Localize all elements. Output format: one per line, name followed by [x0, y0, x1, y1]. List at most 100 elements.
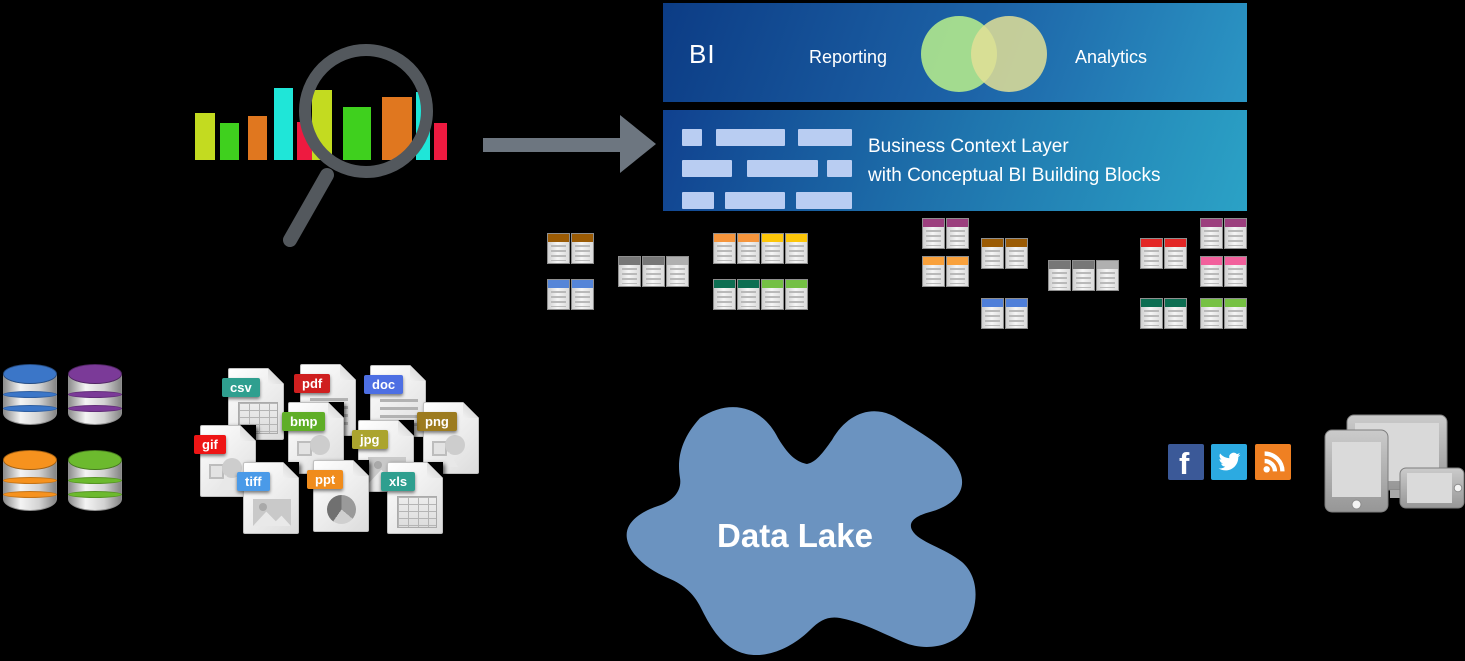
- table-body: [982, 247, 1003, 268]
- table-body: [1165, 247, 1186, 268]
- file-icon-png: png: [417, 402, 479, 474]
- database-stripe: [3, 491, 57, 498]
- table-column: [713, 279, 736, 310]
- table-header: [1201, 299, 1222, 307]
- database-stripe: [3, 405, 57, 412]
- table-header: [947, 219, 968, 227]
- context-brick: [682, 160, 732, 177]
- table-icon: [1140, 238, 1188, 269]
- tablet-icon: [1324, 429, 1389, 513]
- file-type-label: csv: [222, 378, 260, 397]
- table-body: [947, 265, 968, 286]
- table-header: [667, 257, 688, 265]
- data-lake-blob: [626, 407, 976, 656]
- table-header: [786, 234, 807, 242]
- reporting-label: Reporting: [809, 47, 888, 67]
- table-body: [619, 265, 640, 286]
- bi-label: BI: [689, 39, 716, 69]
- table-header: [1201, 219, 1222, 227]
- table-column: [1140, 238, 1163, 269]
- facebook-f-glyph: f: [1179, 446, 1190, 480]
- table-header: [923, 219, 944, 227]
- file-icon-xls: xls: [381, 462, 443, 534]
- phone-landscape-icon: [1399, 467, 1465, 509]
- table-column: [981, 298, 1004, 329]
- file-motif-shapes: [432, 435, 472, 469]
- photo-sun: [374, 461, 382, 469]
- file-type-label: gif: [194, 435, 226, 454]
- table-body: [643, 265, 664, 286]
- table-body: [1006, 247, 1027, 268]
- table-column: [571, 233, 594, 264]
- table-column: [642, 256, 665, 287]
- file-motif-grid: [397, 496, 437, 528]
- table-column: [1005, 238, 1028, 269]
- table-icon: [1048, 260, 1120, 291]
- devices-group: [1324, 414, 1465, 513]
- business-context-banner: Business Context Layer with Conceptual B…: [663, 110, 1247, 211]
- database-stripe: [68, 477, 122, 484]
- file-type-label: bmp: [282, 412, 326, 431]
- table-body: [1097, 269, 1118, 290]
- table-body: [714, 288, 735, 309]
- table-icon: [922, 256, 970, 287]
- table-icon: [1200, 298, 1248, 329]
- shape-circle: [310, 435, 330, 455]
- context-brick: [682, 192, 714, 209]
- table-body: [1201, 265, 1222, 286]
- database-stripe: [3, 391, 57, 398]
- analytics-label: Analytics: [1075, 47, 1148, 67]
- database-top-disk: [68, 450, 122, 470]
- table-body: [1073, 269, 1094, 290]
- table-header: [619, 257, 640, 265]
- table-body: [1049, 269, 1070, 290]
- table-body: [1006, 307, 1027, 328]
- table-body: [923, 227, 944, 248]
- table-header: [572, 280, 593, 288]
- database-top-disk: [68, 364, 122, 384]
- table-column: [547, 279, 570, 310]
- table-column: [946, 218, 969, 249]
- bar-chart: [0, 0, 470, 260]
- context-brick: [747, 160, 818, 177]
- business-context-text: Business Context Layer with Conceptual B…: [868, 132, 1161, 190]
- table-header: [762, 234, 783, 242]
- file-type-label: doc: [364, 375, 404, 394]
- table-header: [738, 280, 759, 288]
- table-column: [785, 233, 808, 264]
- context-brick: [682, 129, 702, 146]
- file-motif-photo: [253, 499, 291, 526]
- table-column: [1005, 298, 1028, 329]
- file-type-label: tiff: [237, 472, 270, 491]
- file-type-label: jpg: [352, 430, 388, 449]
- business-context-line2: with Conceptual BI Building Blocks: [868, 165, 1161, 186]
- table-column: [1200, 256, 1223, 287]
- table-header: [714, 280, 735, 288]
- table-header: [738, 234, 759, 242]
- table-column: [1072, 260, 1095, 291]
- table-column: [1224, 218, 1247, 249]
- table-header: [1141, 239, 1162, 247]
- file-type-label: png: [417, 412, 457, 431]
- context-brick: [716, 129, 785, 146]
- table-body: [714, 242, 735, 263]
- bi-banner: BI Reporting Analytics: [663, 3, 1247, 102]
- table-body: [786, 242, 807, 263]
- table-column: [761, 233, 784, 264]
- table-body: [1141, 247, 1162, 268]
- table-column: [1096, 260, 1119, 291]
- table-header: [548, 280, 569, 288]
- table-header: [786, 280, 807, 288]
- table-header: [1165, 299, 1186, 307]
- table-column: [946, 256, 969, 287]
- data-lake-shape: [626, 407, 976, 656]
- table-column: [713, 233, 736, 264]
- table-body: [548, 288, 569, 309]
- table-icon: [981, 298, 1029, 329]
- table-header: [1225, 299, 1246, 307]
- rss-waves-glyph: [1263, 451, 1285, 473]
- table-column: [737, 279, 760, 310]
- context-brick: [796, 192, 852, 209]
- magnifier-handle: [283, 168, 334, 247]
